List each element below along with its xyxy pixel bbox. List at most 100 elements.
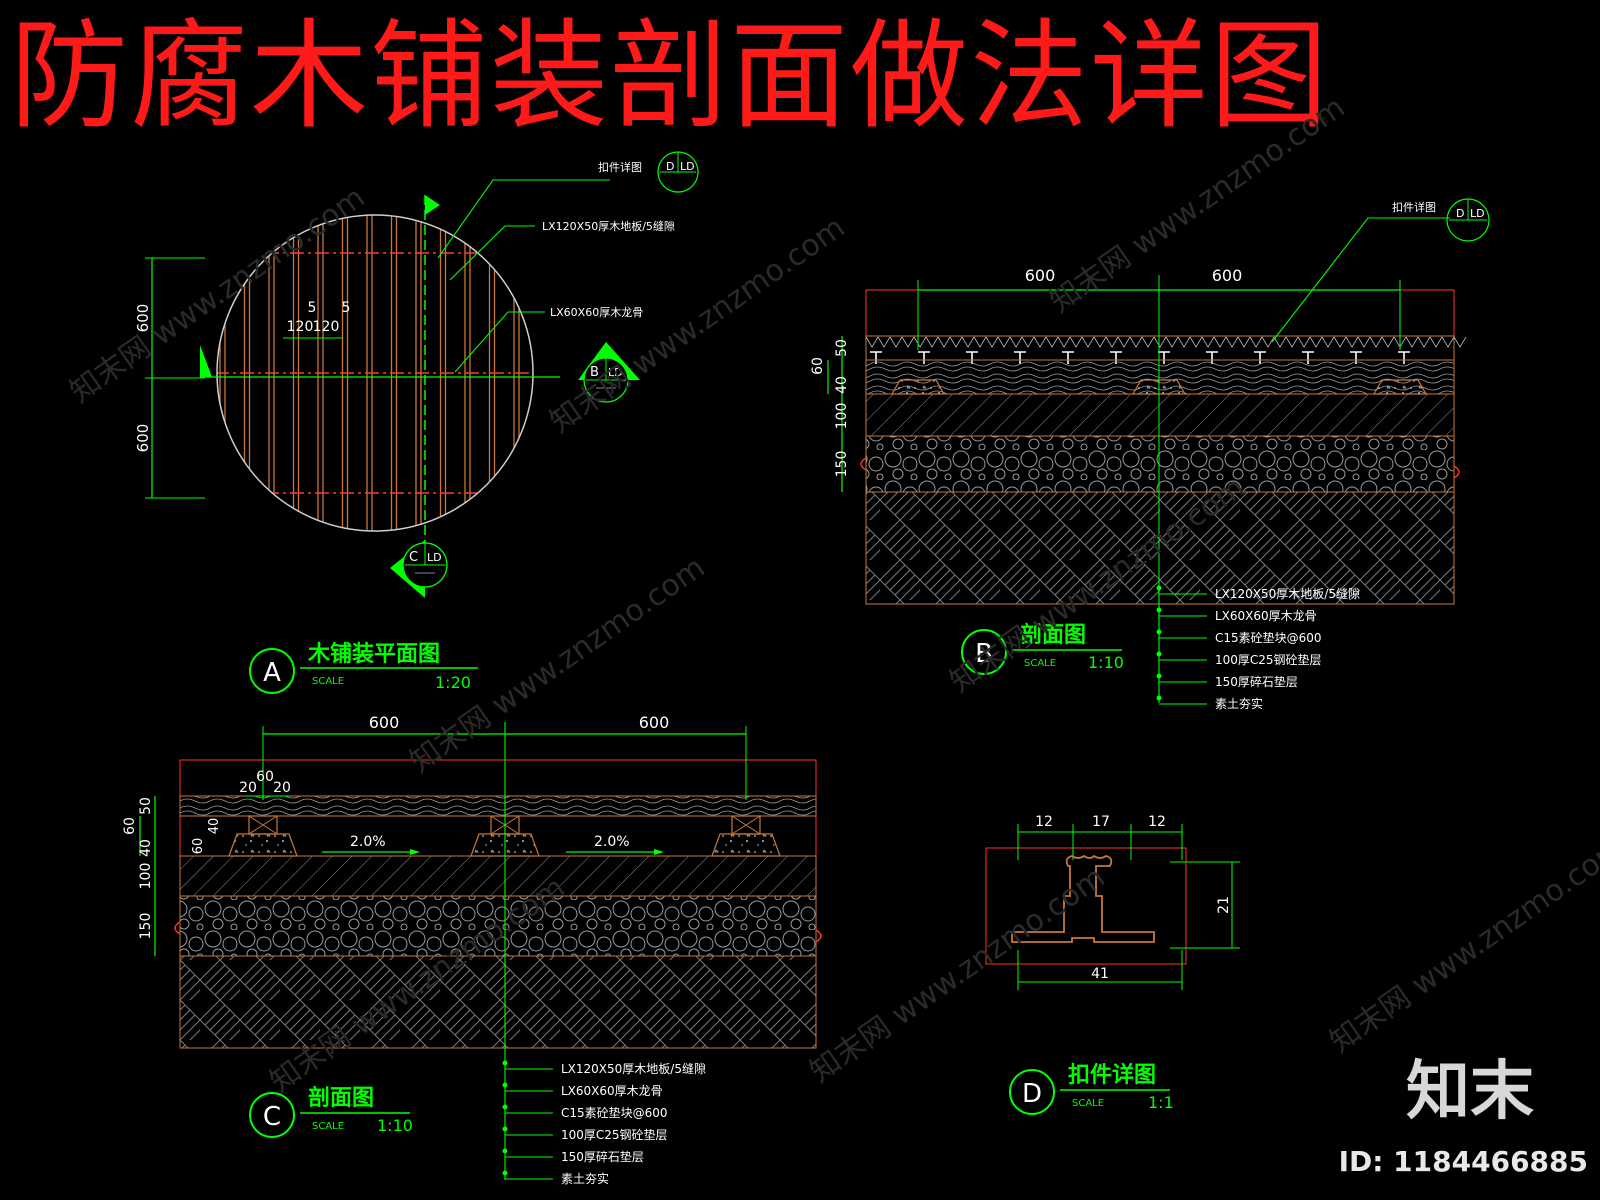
section-c-pad [711,833,781,857]
plan-gap-dim-2: 5 [342,300,351,316]
section-b-board-hatch [1021,336,1035,348]
section-b: 600 600 50 60 40 100 150 扣件详图 D LD LX120… [810,198,1490,711]
section-b-note: 100厚C25钢砼垫层 [1215,652,1322,667]
section-b-board-hatch [1069,336,1083,348]
section-b-clip-label: 扣件详图 [1392,200,1436,214]
brand-logo: 知末 [1406,1055,1534,1129]
section-b-dim-top-2: 600 [1212,266,1243,285]
section-b-dim-side-1: 50 [834,339,850,357]
section-b-dot [1156,651,1162,657]
section-b-board-hatch [973,336,987,348]
section-b-board-hatch [1177,336,1191,348]
section-b-board-hatch [1249,336,1263,348]
section-b-board-hatch [1297,336,1311,348]
caption-b-scale-label: SCALE [1024,658,1056,669]
section-b-board-hatch [1441,336,1455,348]
plan-view: 600 600 5 5 120 120 扣件详图 D LD LX120X50厚木… [134,151,699,694]
page-title: 防腐木铺装剖面做法详图 [10,7,1331,145]
caption-b-scale: 1:10 [1088,653,1124,672]
plan-clip-tag-sheet: LD [680,160,695,173]
section-b-board-hatch [1237,336,1251,348]
section-b-note: 素土夯实 [1215,696,1263,711]
section-b-clip-tag-letter: D [1456,207,1464,220]
section-c-dot [502,1170,508,1176]
section-b-board-hatch [1141,336,1155,348]
caption-d: D 扣件详图 SCALE 1:1 [1009,1062,1174,1115]
section-b-board-hatch [1429,336,1443,348]
section-b-board-hatch [937,336,951,348]
section-c-dim-side-4: 100 [138,863,154,890]
section-c-dot [502,1060,508,1066]
clip-dim-width: 41 [1091,966,1109,982]
clip-profile [1011,854,1155,943]
clip-dim-2: 17 [1092,814,1110,830]
caption-c-scale-label: SCALE [312,1121,344,1132]
section-c-tag: C LD [390,540,448,598]
section-c-sleeper-height: 40 [207,818,222,835]
plan-note-1: LX120X50厚木地板/5缝隙 [542,219,675,233]
caption-b: B 剖面图 SCALE 1:10 [961,622,1124,675]
section-b-board-hatch [985,336,999,348]
section-c-note: LX60X60厚木龙骨 [561,1084,663,1098]
section-b-tag-letter: B [590,365,599,380]
section-c-slope-1: 2.0% [350,834,386,850]
section-c-dot [502,1148,508,1154]
section-b-board-hatch [1105,336,1119,348]
section-b-board-hatch [1417,336,1431,348]
section-b-board-hatch [1129,336,1143,348]
section-c-slope-2: 2.0% [594,834,630,850]
section-c-pad-height: 60 [191,838,206,855]
section-c-note: 素土夯实 [561,1171,609,1186]
section-c-note: LX120X50厚木地板/5缝隙 [561,1061,706,1076]
section-b-note: 150厚碎石垫层 [1215,674,1298,689]
section-b-board-hatch [889,336,903,348]
section-b-board-hatch [1285,336,1299,348]
section-b-dim-top-1: 600 [1025,266,1056,285]
section-b-board-hatch [901,336,915,348]
caption-b-title: 剖面图 [1020,622,1086,648]
section-b-board-hatch [961,336,975,348]
section-c-dim-side-1: 50 [138,797,154,815]
section-c-dim-top-2: 600 [639,713,670,732]
section-b-board-hatch [1165,336,1179,348]
section-b-dim-side-2: 60 [810,357,826,375]
plan-dim-left-2: 600 [134,424,152,453]
section-c-dot [502,1104,508,1110]
plan-board-dim-1: 120 [287,319,314,335]
section-b-board-hatch [1321,336,1335,348]
clip-detail: 12 17 12 21 41 D 扣件详图 SCALE 1:1 [985,814,1240,1115]
plan-clip-tag-letter: D [666,160,674,173]
section-b-board-hatch [1189,336,1203,348]
section-b-board-hatch [1117,336,1131,348]
section-c-sleeper-width: 60 [256,769,274,785]
caption-a-letter: A [263,658,281,688]
section-b-board-hatch [1345,336,1359,348]
caption-c-scale: 1:10 [377,1116,413,1135]
section-b-dot [1156,629,1162,635]
section-c-tag-sheet: LD [427,551,442,564]
section-c-sleeper-cross [731,815,761,835]
section-c-sleeper-edge-2: 20 [273,780,291,796]
section-b-note: LX120X50厚木地板/5缝隙 [1215,586,1360,601]
section-b-board-hatch [1201,336,1215,348]
section-b-board-hatch [1225,336,1239,348]
image-id: ID: 1184466885 [1338,1145,1588,1178]
caption-b-letter: B [975,639,993,669]
section-b-note: LX60X60厚木龙骨 [1215,609,1317,623]
section-c-tag-letter: C [409,550,418,565]
section-c-note: 150厚碎石垫层 [561,1149,644,1164]
section-b-board-hatch [865,336,879,348]
section-c-pad [228,833,298,857]
section-b-board-hatch [1213,336,1227,348]
section-b-dot [1156,585,1162,591]
plan-gap-dim-1: 5 [308,300,317,316]
section-b-dim-side-4: 100 [834,403,850,430]
section-b-board-hatch [1369,336,1383,348]
section-b-board-hatch [1405,336,1419,348]
plan-note-2: LX60X60厚木龙骨 [550,306,643,319]
section-b-dot [1156,673,1162,679]
section-b-board-hatch [1453,336,1467,348]
section-c-dot [502,1126,508,1132]
section-b-board-hatch [997,336,1011,348]
